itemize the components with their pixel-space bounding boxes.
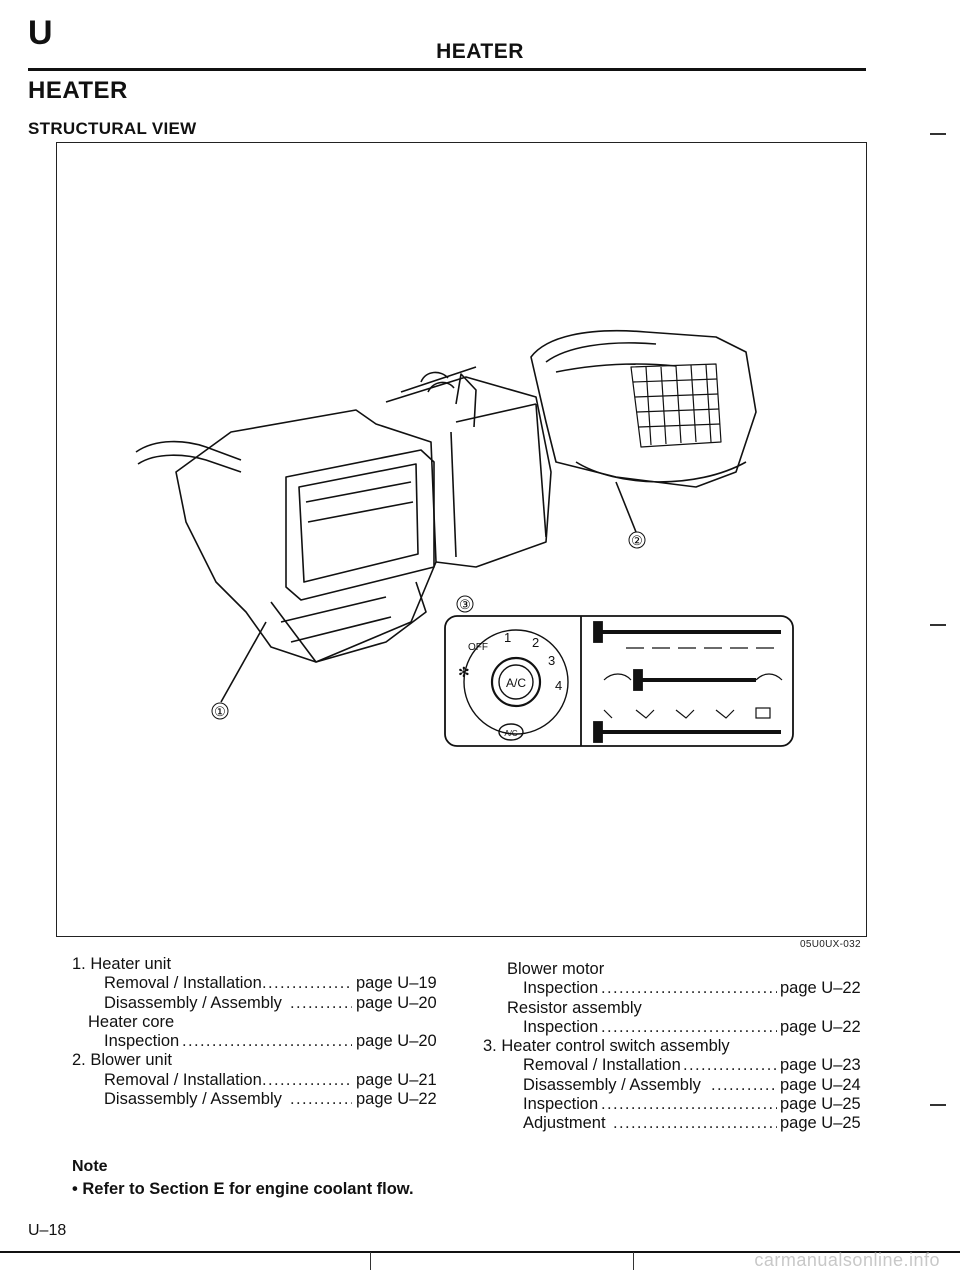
list-item: 1. Heater unit [72, 955, 172, 973]
note-label: Note [72, 1158, 108, 1175]
heater-unit-body [175, 409, 437, 663]
callout-leader-1 [220, 621, 267, 703]
fan-label-3: 3 [548, 653, 555, 668]
list-item: Removal / Installation .................… [104, 1070, 437, 1089]
fan-label-off: OFF [468, 642, 488, 653]
heater-core-frame [285, 449, 435, 601]
heater-structural-illustration: ① ② ③ OFF 1 2 3 4 A/C [135, 329, 794, 747]
slider-knob-1 [593, 621, 603, 643]
margin-mark [930, 133, 946, 135]
list-item: Inspection .............................… [523, 1095, 861, 1114]
right-parts-list: Blower motor Inspection ................… [483, 960, 873, 1134]
callout-1: ① [214, 704, 226, 719]
callout-leader-2 [615, 481, 637, 533]
header-title: HEATER [436, 40, 524, 63]
blower-grille [630, 363, 722, 448]
page-tick [633, 1252, 634, 1270]
callout-2: ② [631, 533, 643, 548]
blower-unit [530, 329, 757, 488]
ac-label: A/C [506, 676, 526, 690]
filter-case [385, 376, 552, 568]
heater-pipe [135, 440, 242, 461]
note-text: • Refer to Section E for engine coolant … [72, 1180, 414, 1198]
callout-3-circle [456, 595, 474, 613]
list-item: Disassembly / Assembly .................… [104, 1090, 437, 1109]
margin-mark [930, 1104, 946, 1106]
list-item: Inspection .............................… [523, 1017, 861, 1036]
list-item: Resistor assembly [507, 998, 642, 1017]
page-number: U–18 [28, 1222, 67, 1239]
list-item: Blower motor [507, 960, 605, 978]
fan-label-1: 1 [504, 630, 511, 645]
list-item: Heater core [88, 1012, 175, 1031]
list-item: Disassembly / Assembly .................… [104, 993, 437, 1012]
heater-control-panel [444, 615, 794, 747]
sub-heading: STRUCTURAL VIEW [28, 119, 197, 138]
fan-dial [463, 629, 569, 735]
left-parts-list: 1. Heater unit Removal / Installation ..… [72, 955, 452, 1109]
slider-knob-2 [633, 669, 643, 691]
list-item: Inspection .............................… [104, 1032, 437, 1051]
list-item: Removal / Installation .................… [104, 974, 437, 993]
ac-small-button [498, 723, 524, 741]
list-item: Removal / Installation .................… [523, 1056, 861, 1075]
fan-icon: ✻ [458, 664, 470, 680]
list-item: 3. Heater control switch assembly [483, 1037, 730, 1056]
list-item: Disassembly / Assembly .................… [523, 1075, 861, 1094]
fan-dial-labels: OFF 1 2 3 4 A/C A/C ✻ [458, 630, 562, 738]
margin-mark [930, 624, 946, 626]
callout-2-circle [628, 531, 646, 549]
page-heading: HEATER [28, 77, 128, 104]
fan-label-4: 4 [555, 678, 562, 693]
page-tick [370, 1252, 371, 1270]
fan-label-2: 2 [532, 635, 539, 650]
ac-small-label: A/C [504, 729, 518, 738]
callout-1-circle [211, 702, 229, 720]
bottom-rule [0, 1251, 960, 1253]
list-item: Inspection .............................… [523, 979, 861, 998]
header-rule [28, 68, 866, 71]
heater-pipe [137, 454, 242, 473]
section-letter: U [28, 14, 53, 52]
slider-knob-3 [593, 721, 603, 743]
figure-code: 05U0UX-032 [800, 939, 861, 950]
ac-button [490, 656, 542, 708]
list-item: 2. Blower unit [72, 1051, 172, 1070]
callout-3: ③ [459, 597, 471, 612]
figure-frame [56, 142, 867, 937]
list-item: Adjustment .............................… [523, 1114, 861, 1133]
watermark: carmanualsonline.info [754, 1250, 940, 1270]
